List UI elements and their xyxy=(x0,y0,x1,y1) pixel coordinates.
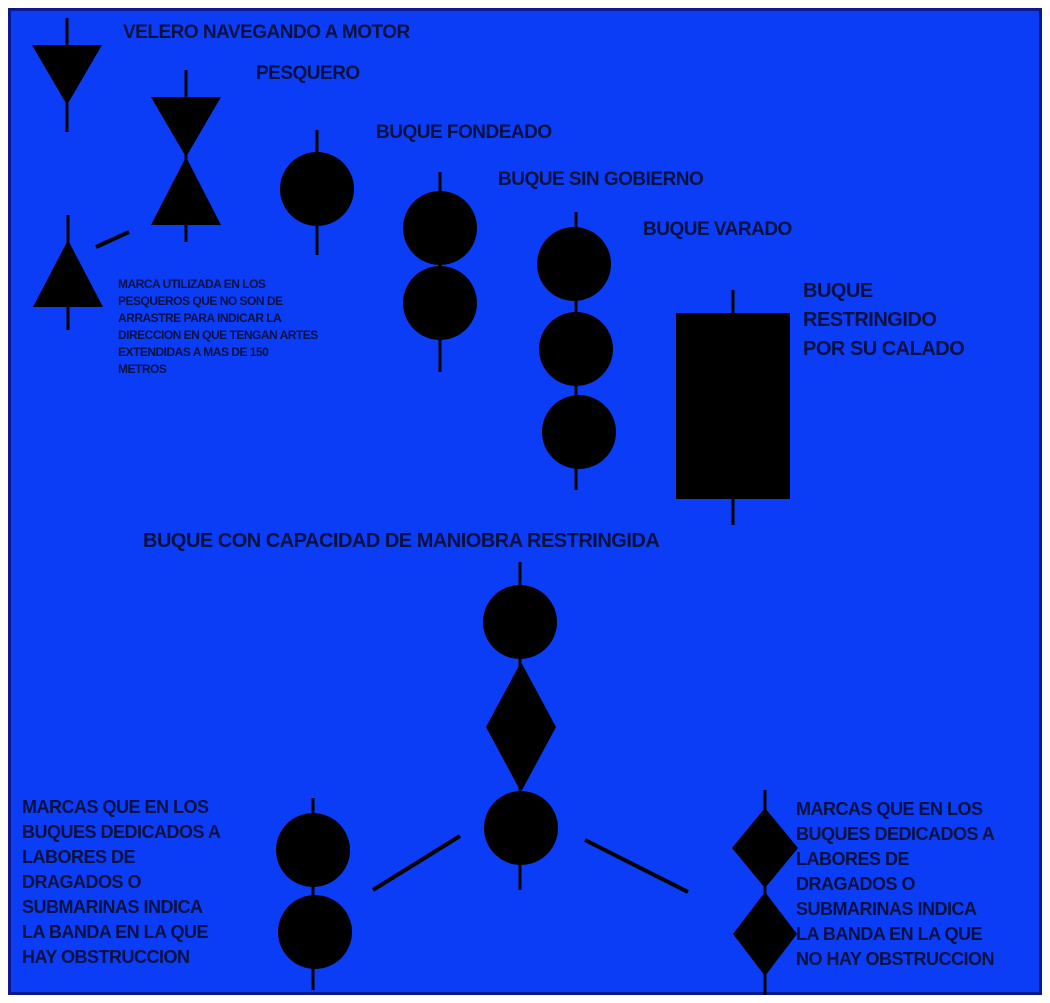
label-obstruccion-line: SUBMARINAS INDICA xyxy=(22,897,203,917)
label-sin-obstruccion-line: MARCAS QUE EN LOS xyxy=(796,799,983,819)
label-maniobra: BUQUE CON CAPACIDAD DE MANIOBRA RESTRING… xyxy=(143,530,660,552)
pesquero-double-cone-shape xyxy=(151,70,221,242)
label-calado-line: BUQUE xyxy=(803,280,873,302)
label-obstruccion-line: LABORES DE xyxy=(22,847,136,867)
connector-line-left xyxy=(371,834,462,892)
label-sin-obstruccion-line: DRAGADOS O xyxy=(796,874,916,894)
pesquero-gear-direction-cone-shape xyxy=(33,215,130,330)
label-obstruccion-line: BUQUES DEDICADOS A xyxy=(22,822,221,842)
label-obstruccion-line: DRAGADOS O xyxy=(22,872,142,892)
label-marca-line: DIRECCION EN QUE TENGAN ARTES xyxy=(118,328,318,342)
label-marca-line: ARRASTRE PARA INDICAR LA xyxy=(118,311,282,325)
sin-gobierno-two-balls-shape xyxy=(403,172,477,372)
fondeado-ball-shape xyxy=(280,130,354,255)
label-varado: BUQUE VARADO xyxy=(643,219,792,240)
label-marca-line: METROS xyxy=(118,362,167,376)
label-fondeado: BUQUE FONDEADO xyxy=(376,122,552,143)
label-sin-obstruccion-line: NO HAY OBSTRUCCION xyxy=(796,949,995,969)
label-marca-line: PESQUEROS QUE NO SON DE xyxy=(118,294,283,308)
label-marca-line: MARCA UTILIZADA EN LOS xyxy=(118,277,266,291)
label-calado: BUQUE RESTRINGIDO POR SU CALADO xyxy=(803,277,965,364)
label-calado-line: POR SU CALADO xyxy=(803,338,965,360)
connector-line-right xyxy=(584,838,689,894)
calado-cylinder-shape xyxy=(676,290,790,525)
label-calado-line: RESTRINGIDO xyxy=(803,309,937,331)
label-obstruccion: MARCAS QUE EN LOS BUQUES DEDICADOS A LAB… xyxy=(22,795,221,970)
label-pesquero: PESQUERO xyxy=(256,63,360,84)
velero-inverted-cone-shape xyxy=(32,18,102,132)
label-sin-obstruccion: MARCAS QUE EN LOS BUQUES DEDICADOS A LAB… xyxy=(796,797,995,972)
label-obstruccion-line: LA BANDA EN LA QUE xyxy=(22,922,209,942)
varado-three-balls-shape xyxy=(537,212,616,490)
label-sin-obstruccion-line: LA BANDA EN LA QUE xyxy=(796,924,983,944)
label-sin-obstruccion-line: SUBMARINAS INDICA xyxy=(796,899,977,919)
label-velero: VELERO NAVEGANDO A MOTOR xyxy=(123,22,410,43)
label-marca-line: EXTENDIDAS A MAS DE 150 xyxy=(118,345,269,359)
obstruccion-two-balls-shape xyxy=(276,798,352,990)
maniobra-ball-diamond-ball-shape xyxy=(483,562,558,890)
label-sin-gobierno: BUQUE SIN GOBIERNO xyxy=(498,169,704,190)
sin-obstruccion-two-diamonds-shape xyxy=(732,790,798,995)
label-sin-obstruccion-line: BUQUES DEDICADOS A xyxy=(796,824,995,844)
label-sin-obstruccion-line: LABORES DE xyxy=(796,849,910,869)
label-marca-pesqueros: MARCA UTILIZADA EN LOS PESQUEROS QUE NO … xyxy=(118,276,318,378)
label-obstruccion-line: HAY OBSTRUCCION xyxy=(22,947,190,967)
label-obstruccion-line: MARCAS QUE EN LOS xyxy=(22,797,209,817)
